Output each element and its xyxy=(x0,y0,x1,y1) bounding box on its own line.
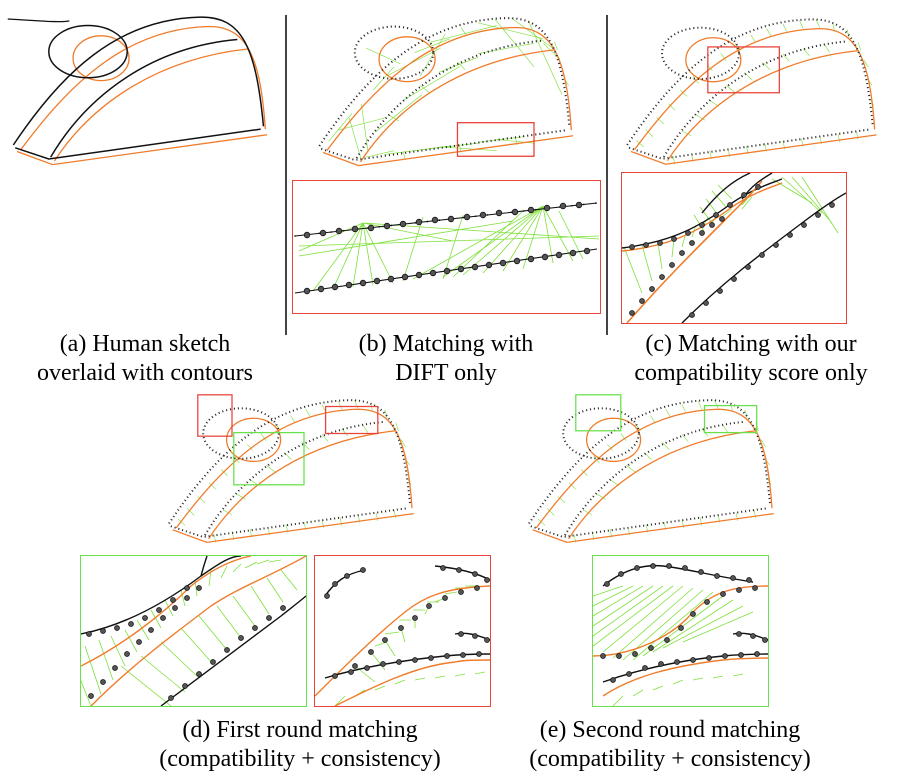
caption-b-line2: DIFT only xyxy=(395,360,497,386)
panel-c-zoom-figure xyxy=(622,173,846,323)
caption-e: (e) Second round matching (compatibility… xyxy=(470,716,870,774)
divider-right xyxy=(606,15,608,335)
divider-left xyxy=(285,15,287,335)
panel-d xyxy=(160,392,430,547)
panel-e-zoom-box-1 xyxy=(575,394,622,432)
panel-d-zoom-box-red-1 xyxy=(197,394,233,437)
caption-a: (a) Human sketch overlaid with contours xyxy=(0,330,290,388)
caption-c-line2: compatibility score only xyxy=(634,360,868,386)
panel-b-figure xyxy=(318,17,574,167)
panel-d-zoom-inset-green xyxy=(80,555,307,707)
caption-d: (d) First round matching (compatibility … xyxy=(100,716,500,774)
panel-c-figure xyxy=(626,18,878,165)
caption-b: (b) Matching with DIFT only xyxy=(296,330,596,388)
caption-e-line2: (compatibility + consistency) xyxy=(529,746,811,772)
panel-d-zoom-figure-red xyxy=(315,565,490,706)
caption-a-line2: overlaid with contours xyxy=(37,360,253,386)
panel-b-zoom-inset xyxy=(292,180,601,314)
caption-e-line1: (e) Second round matching xyxy=(539,717,801,743)
caption-a-line1: (a) Human sketch xyxy=(59,331,231,357)
panel-e-zoom-inset xyxy=(592,555,769,707)
panel-c-zoom-inset xyxy=(621,172,847,324)
panel-d-figure xyxy=(168,394,415,544)
caption-c: (c) Matching with our compatibility scor… xyxy=(606,330,896,388)
panel-c-zoom-box xyxy=(707,46,780,94)
panel-e-zoom-box-2 xyxy=(703,404,758,434)
panel-a-figure xyxy=(7,16,268,166)
panel-e xyxy=(520,392,790,547)
panel-c xyxy=(618,10,893,170)
panel-b-zoom-box xyxy=(456,122,535,157)
panel-d-zoom-figure-green xyxy=(81,556,306,706)
panel-e-figure xyxy=(528,394,775,544)
caption-d-line2: (compatibility + consistency) xyxy=(159,746,441,772)
panel-a xyxy=(4,4,284,174)
caption-d-line1: (d) First round matching xyxy=(182,717,418,743)
panel-d-zoom-box-red-2 xyxy=(324,405,379,435)
caption-b-line1: (b) Matching with xyxy=(358,331,534,357)
panel-e-zoom-figure xyxy=(593,563,768,706)
panel-d-zoom-inset-red xyxy=(314,555,491,707)
panel-d-zoom-box-green xyxy=(233,431,305,486)
panel-b-zoom-figure xyxy=(294,201,599,295)
caption-c-line1: (c) Matching with our xyxy=(645,331,857,357)
panel-b xyxy=(310,10,590,170)
